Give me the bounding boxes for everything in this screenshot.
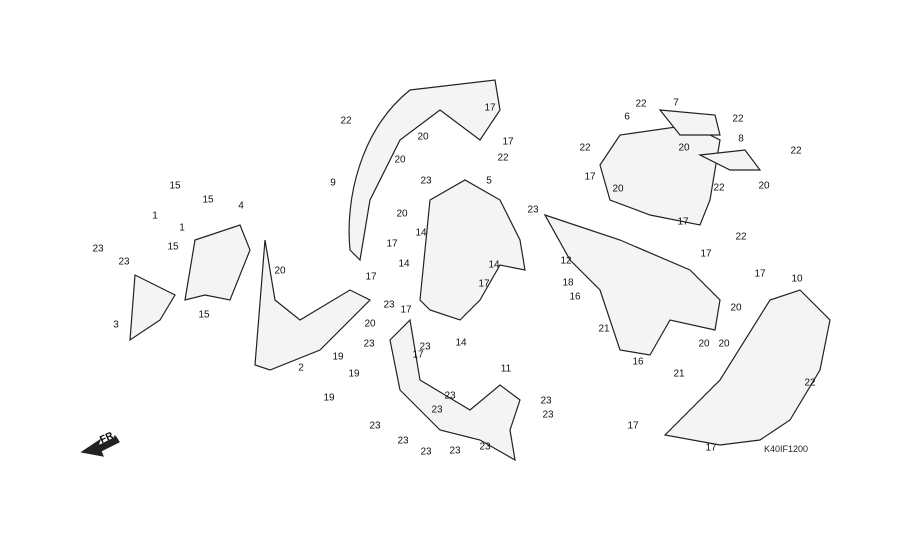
callout-label: 20 xyxy=(364,318,376,330)
callout-label: 20 xyxy=(274,265,286,277)
callout-label: 23 xyxy=(419,341,431,353)
callout-label: 20 xyxy=(678,142,690,154)
callout-label: 17 xyxy=(386,238,398,250)
callout-label: 22 xyxy=(579,142,591,154)
callout-label: 20 xyxy=(718,338,730,350)
callout-label: 20 xyxy=(730,302,742,314)
callout-label: 23 xyxy=(444,390,456,402)
fr-arrow xyxy=(80,436,120,457)
callout-label: 22 xyxy=(790,145,802,157)
callout-label: 23 xyxy=(363,338,375,350)
callout-label: 23 xyxy=(431,404,443,416)
part-10-side-cover xyxy=(663,289,831,446)
callout-label: 23 xyxy=(449,445,461,457)
callout-label: 17 xyxy=(584,171,596,183)
callout-label: 10 xyxy=(791,273,803,285)
callout-label: 17 xyxy=(700,248,712,260)
part-3-small-cover xyxy=(129,274,176,342)
callout-label: 17 xyxy=(412,349,424,361)
callout-label: 1 xyxy=(152,210,158,222)
callout-label: 23 xyxy=(369,420,381,432)
callout-label: 11 xyxy=(500,363,512,375)
callout-label: 23 xyxy=(118,256,130,268)
callout-label: 22 xyxy=(340,115,352,127)
callout-label: 20 xyxy=(396,208,408,220)
callout-label: 1 xyxy=(179,222,185,234)
callout-label: 19 xyxy=(323,392,335,404)
callout-label: 12 xyxy=(560,255,572,267)
callout-label: 22 xyxy=(804,377,816,389)
callout-label: 7 xyxy=(673,97,679,109)
callout-label: 17 xyxy=(478,278,490,290)
callout-label: 23 xyxy=(383,299,395,311)
callout-label: 14 xyxy=(455,337,467,349)
callout-label: 21 xyxy=(673,368,685,380)
callout-label: 17 xyxy=(502,136,514,148)
callout-label: 19 xyxy=(332,351,344,363)
callout-label: 17 xyxy=(365,271,377,283)
callout-label: 15 xyxy=(198,309,210,321)
callout-label: 14 xyxy=(488,259,500,271)
callout-label: 17 xyxy=(754,268,766,280)
callout-label: 22 xyxy=(497,152,509,164)
callout-label: 2 xyxy=(298,362,304,374)
callout-label: 23 xyxy=(397,435,409,447)
callout-label: 22 xyxy=(635,98,647,110)
part-9-front-cover xyxy=(348,79,501,262)
callout-label: 17 xyxy=(484,102,496,114)
callout-label: 23 xyxy=(420,175,432,187)
callout-label: 20 xyxy=(698,338,710,350)
callout-label: 23 xyxy=(92,243,104,255)
callout-label: 3 xyxy=(113,319,119,331)
part-5-inner-frame xyxy=(419,179,526,321)
callout-label: 9 xyxy=(330,177,336,189)
callout-label: 8 xyxy=(738,133,744,145)
part-11-bottom-cover xyxy=(389,318,521,462)
callout-label: 19 xyxy=(348,368,360,380)
callout-label: 21 xyxy=(598,323,610,335)
callout-label: 16 xyxy=(632,356,644,368)
part-2-lower-cover xyxy=(254,239,372,371)
callout-label: 20 xyxy=(758,180,770,192)
callout-label: 20 xyxy=(612,183,624,195)
callout-label: 17 xyxy=(677,216,689,228)
callout-label: 4 xyxy=(238,200,244,212)
callout-label: 23 xyxy=(540,395,552,407)
callout-label: 23 xyxy=(420,446,432,458)
part-7-bracket xyxy=(658,109,721,136)
callout-label: 5 xyxy=(486,175,492,187)
callout-label: 23 xyxy=(542,409,554,421)
callout-label: 15 xyxy=(167,241,179,253)
callout-label: 16 xyxy=(569,291,581,303)
callout-label: 23 xyxy=(479,441,491,453)
callout-label: 23 xyxy=(527,204,539,216)
callout-label: 15 xyxy=(202,194,214,206)
callout-label: 17 xyxy=(627,420,639,432)
part-6-upper-panel xyxy=(599,124,721,226)
callout-label: 18 xyxy=(562,277,574,289)
callout-label: 14 xyxy=(398,258,410,270)
callout-label: 17 xyxy=(400,304,412,316)
part-4-side-panel xyxy=(184,224,251,301)
part-8-bracket xyxy=(697,149,762,171)
callout-label: 14 xyxy=(415,227,427,239)
callout-label: 17 xyxy=(705,442,717,454)
callout-label: 22 xyxy=(735,231,747,243)
callout-label: 15 xyxy=(169,180,181,192)
callout-label: 22 xyxy=(713,182,725,194)
part-12-inner-cover xyxy=(543,213,721,356)
callout-label: 22 xyxy=(732,113,744,125)
callout-label: 20 xyxy=(417,131,429,143)
callout-label: 20 xyxy=(394,154,406,166)
diagram-code: K40IF1200 xyxy=(764,444,809,454)
callout-label: 6 xyxy=(624,111,630,123)
